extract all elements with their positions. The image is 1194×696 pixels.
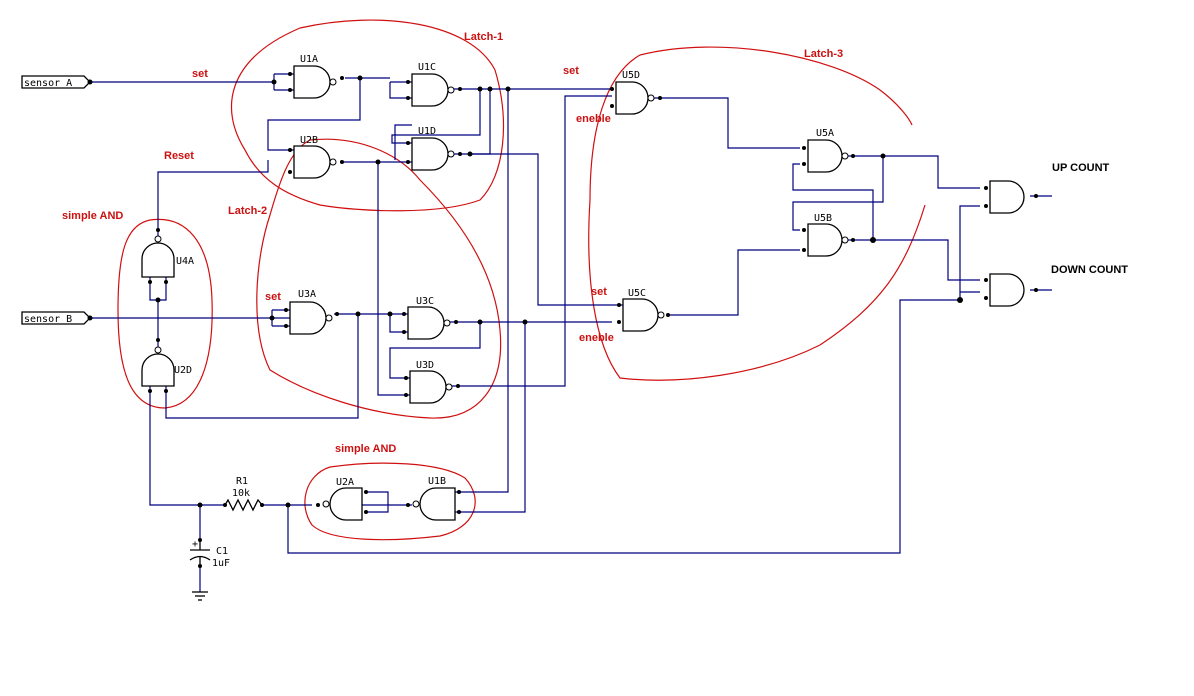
u5c-label: U5C (628, 288, 646, 299)
gate-u3d: U3D (404, 360, 460, 404)
gate-u1a: U1A (288, 54, 344, 99)
enable-label-2: eneble (579, 332, 614, 344)
latch2-outline (256, 138, 502, 419)
u2b-label: U2B (300, 135, 318, 146)
u3d-label: U3D (416, 360, 434, 371)
set-label-2: set (563, 65, 579, 77)
gate-u5a: U5A (802, 128, 855, 173)
gate-u2d: U2D (141, 338, 192, 393)
u5b-label: U5B (814, 213, 832, 224)
latch2-label: Latch-2 (228, 205, 267, 217)
set-label-4: set (591, 286, 607, 298)
u1a-label: U1A (300, 54, 318, 65)
gate-u2b: U2B (288, 135, 344, 179)
u2a-label: U2A (336, 477, 354, 488)
c1-name: C1 (216, 546, 228, 557)
ground-icon (192, 591, 208, 601)
gate-u5c: U5C (617, 288, 670, 332)
r1-name: R1 (236, 476, 248, 487)
latch1-label: Latch-1 (464, 31, 503, 43)
u2d-label: U2D (174, 365, 192, 376)
latch1-outline (230, 19, 504, 212)
u1d-label: U1D (418, 126, 436, 137)
set-label-1: set (192, 68, 208, 80)
gate-u5d: U5D (610, 70, 662, 115)
svg-text:+: + (192, 539, 198, 550)
resistor-r1: R1 10k (223, 476, 264, 512)
latch3-outline (588, 46, 926, 381)
gate-up-count (984, 180, 1038, 214)
c1-value: 1uF (212, 558, 230, 569)
gate-u4a: U4A (141, 228, 194, 284)
sensor-b-port: sensor B (21, 311, 91, 325)
u1b-label: U1B (428, 476, 446, 487)
up-count-label: UP COUNT (1052, 162, 1110, 174)
gate-u1d: U1D (406, 126, 462, 171)
gate-u3a: U3A (284, 289, 339, 335)
gate-u1c: U1C (406, 62, 462, 107)
simple-and-label-2: simple AND (335, 443, 396, 455)
gate-u1b: U1B (406, 476, 461, 521)
gate-u2a: U2A (316, 477, 368, 521)
gate-u3c: U3C (402, 296, 458, 340)
u1c-label: U1C (418, 62, 436, 73)
u4a-label: U4A (176, 256, 194, 267)
simple-and-1-outline (117, 218, 213, 409)
latch3-label: Latch-3 (804, 48, 843, 60)
set-label-3: set (265, 291, 281, 303)
down-count-label: DOWN COUNT (1051, 264, 1128, 276)
u5d-label: U5D (622, 70, 640, 81)
u3a-label: U3A (298, 289, 316, 300)
u3c-label: U3C (416, 296, 434, 307)
simple-and-label-1: simple AND (62, 210, 123, 222)
reset-label: Reset (164, 150, 194, 162)
simple-and-2-outline (304, 462, 476, 541)
gate-down-count (984, 273, 1038, 307)
wires (90, 73, 1052, 592)
enable-label-1: eneble (576, 113, 611, 125)
u5a-label: U5A (816, 128, 834, 139)
sensor-b-label: sensor B (24, 314, 72, 325)
sensor-a-label: sensor A (24, 78, 72, 89)
capacitor-c1: + C1 1uF (189, 538, 230, 569)
r1-value: 10k (232, 488, 250, 499)
sensor-a-port: sensor A (21, 75, 91, 89)
gate-u5b: U5B (802, 213, 855, 257)
